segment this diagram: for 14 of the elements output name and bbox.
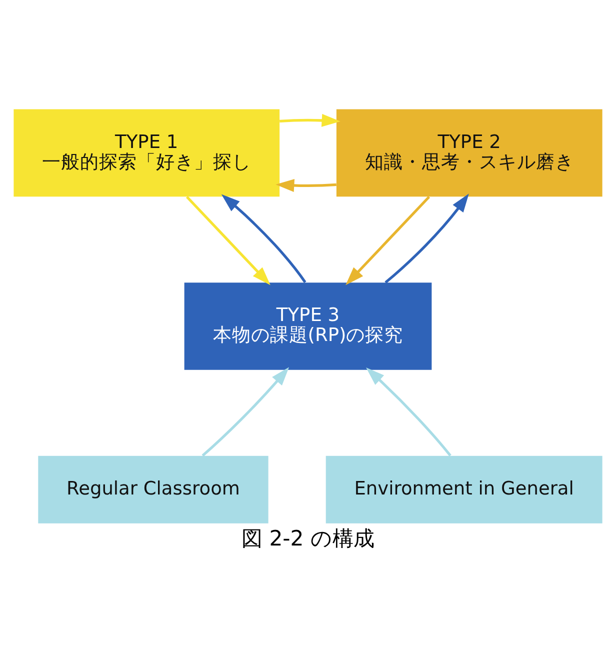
arrow xyxy=(186,195,270,285)
arrow xyxy=(366,366,452,456)
caption: 図 2-2 の構成 xyxy=(241,525,375,550)
arrow xyxy=(202,366,290,456)
arrow xyxy=(221,194,306,282)
node-box: Environment in General xyxy=(326,455,602,523)
arrow xyxy=(276,178,336,192)
node-box: TYPE 3 本物の課題(RP)の探究 xyxy=(184,282,432,370)
arrow xyxy=(280,113,340,126)
arrow xyxy=(384,193,469,284)
arrow xyxy=(346,195,430,285)
node-box: Regular Classroom xyxy=(38,455,268,523)
node-box: TYPE 2 知識・思考・スキル磨き xyxy=(336,108,602,196)
node-box: TYPE 1 一般的探索「好き」探し xyxy=(14,108,280,196)
